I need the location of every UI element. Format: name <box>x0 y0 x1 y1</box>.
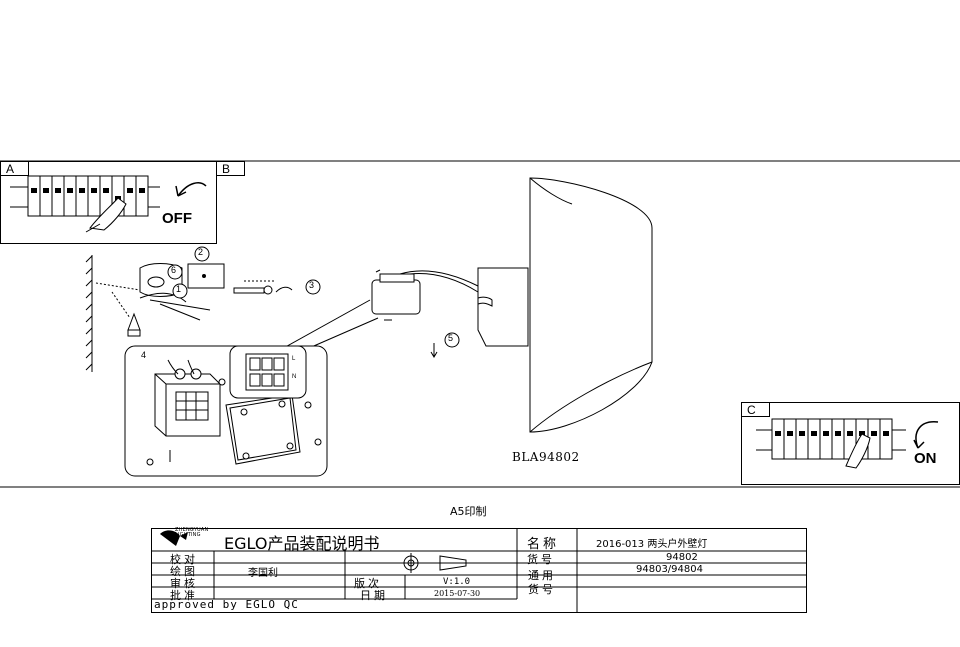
print-note: A5印制 <box>450 505 487 518</box>
panel-b-label: B <box>222 162 231 176</box>
projection-symbol <box>398 553 472 573</box>
version-value: V:1.0 <box>443 577 471 587</box>
general-value: 94803/94804 <box>636 564 703 575</box>
panel-b-frame <box>216 161 245 176</box>
step-4: 4 <box>141 350 147 360</box>
article-value: 94802 <box>666 552 698 563</box>
title-block <box>151 528 807 613</box>
name-value: 2016-013 两头户外壁灯 <box>596 539 708 550</box>
screw <box>233 280 293 295</box>
zhengyuan-logo <box>160 530 188 546</box>
step-1: 1 <box>176 284 182 294</box>
wall-lamp-body <box>477 177 653 433</box>
panel-a <box>0 161 217 244</box>
on-label: ON <box>914 450 937 467</box>
panel-a-label: A <box>6 162 15 176</box>
general-label-1: 通用 <box>528 569 556 582</box>
check-label: 校对 <box>170 553 198 566</box>
terminal-letter-n: N <box>292 374 297 380</box>
date-label: 日期 <box>360 589 388 602</box>
terminal-letter-l: L <box>292 356 296 362</box>
draw-label: 绘图 <box>170 565 198 578</box>
step-2: 2 <box>198 247 204 257</box>
logo-text: ZHENGYUAN LIGHTING <box>175 527 209 538</box>
review-label: 审核 <box>170 577 198 590</box>
off-label: OFF <box>162 210 192 227</box>
general-label-2: 货号 <box>528 583 556 596</box>
step-markers <box>137 246 460 365</box>
terminal-detail <box>229 345 307 399</box>
panel-c-label: C <box>747 403 756 417</box>
panel-c <box>741 402 960 485</box>
step-3: 3 <box>309 280 315 290</box>
date-value: 2015-07-30 <box>434 589 481 598</box>
product-code: BLA94802 <box>512 450 580 464</box>
step-5: 5 <box>448 333 454 343</box>
step-6: 6 <box>171 265 177 275</box>
version-label: 版次 <box>354 577 382 590</box>
approve-label: 批准 <box>170 589 198 602</box>
drafter-name: 李国利 <box>248 568 278 579</box>
article-label: 货号 <box>527 553 555 566</box>
name-label: 名称 <box>527 537 560 552</box>
approved-note: approved by EGLO QC <box>154 598 299 611</box>
wall-section <box>85 255 141 372</box>
brand-title: EGLO产品装配说明书 <box>224 534 380 553</box>
driver-unit <box>371 269 479 321</box>
